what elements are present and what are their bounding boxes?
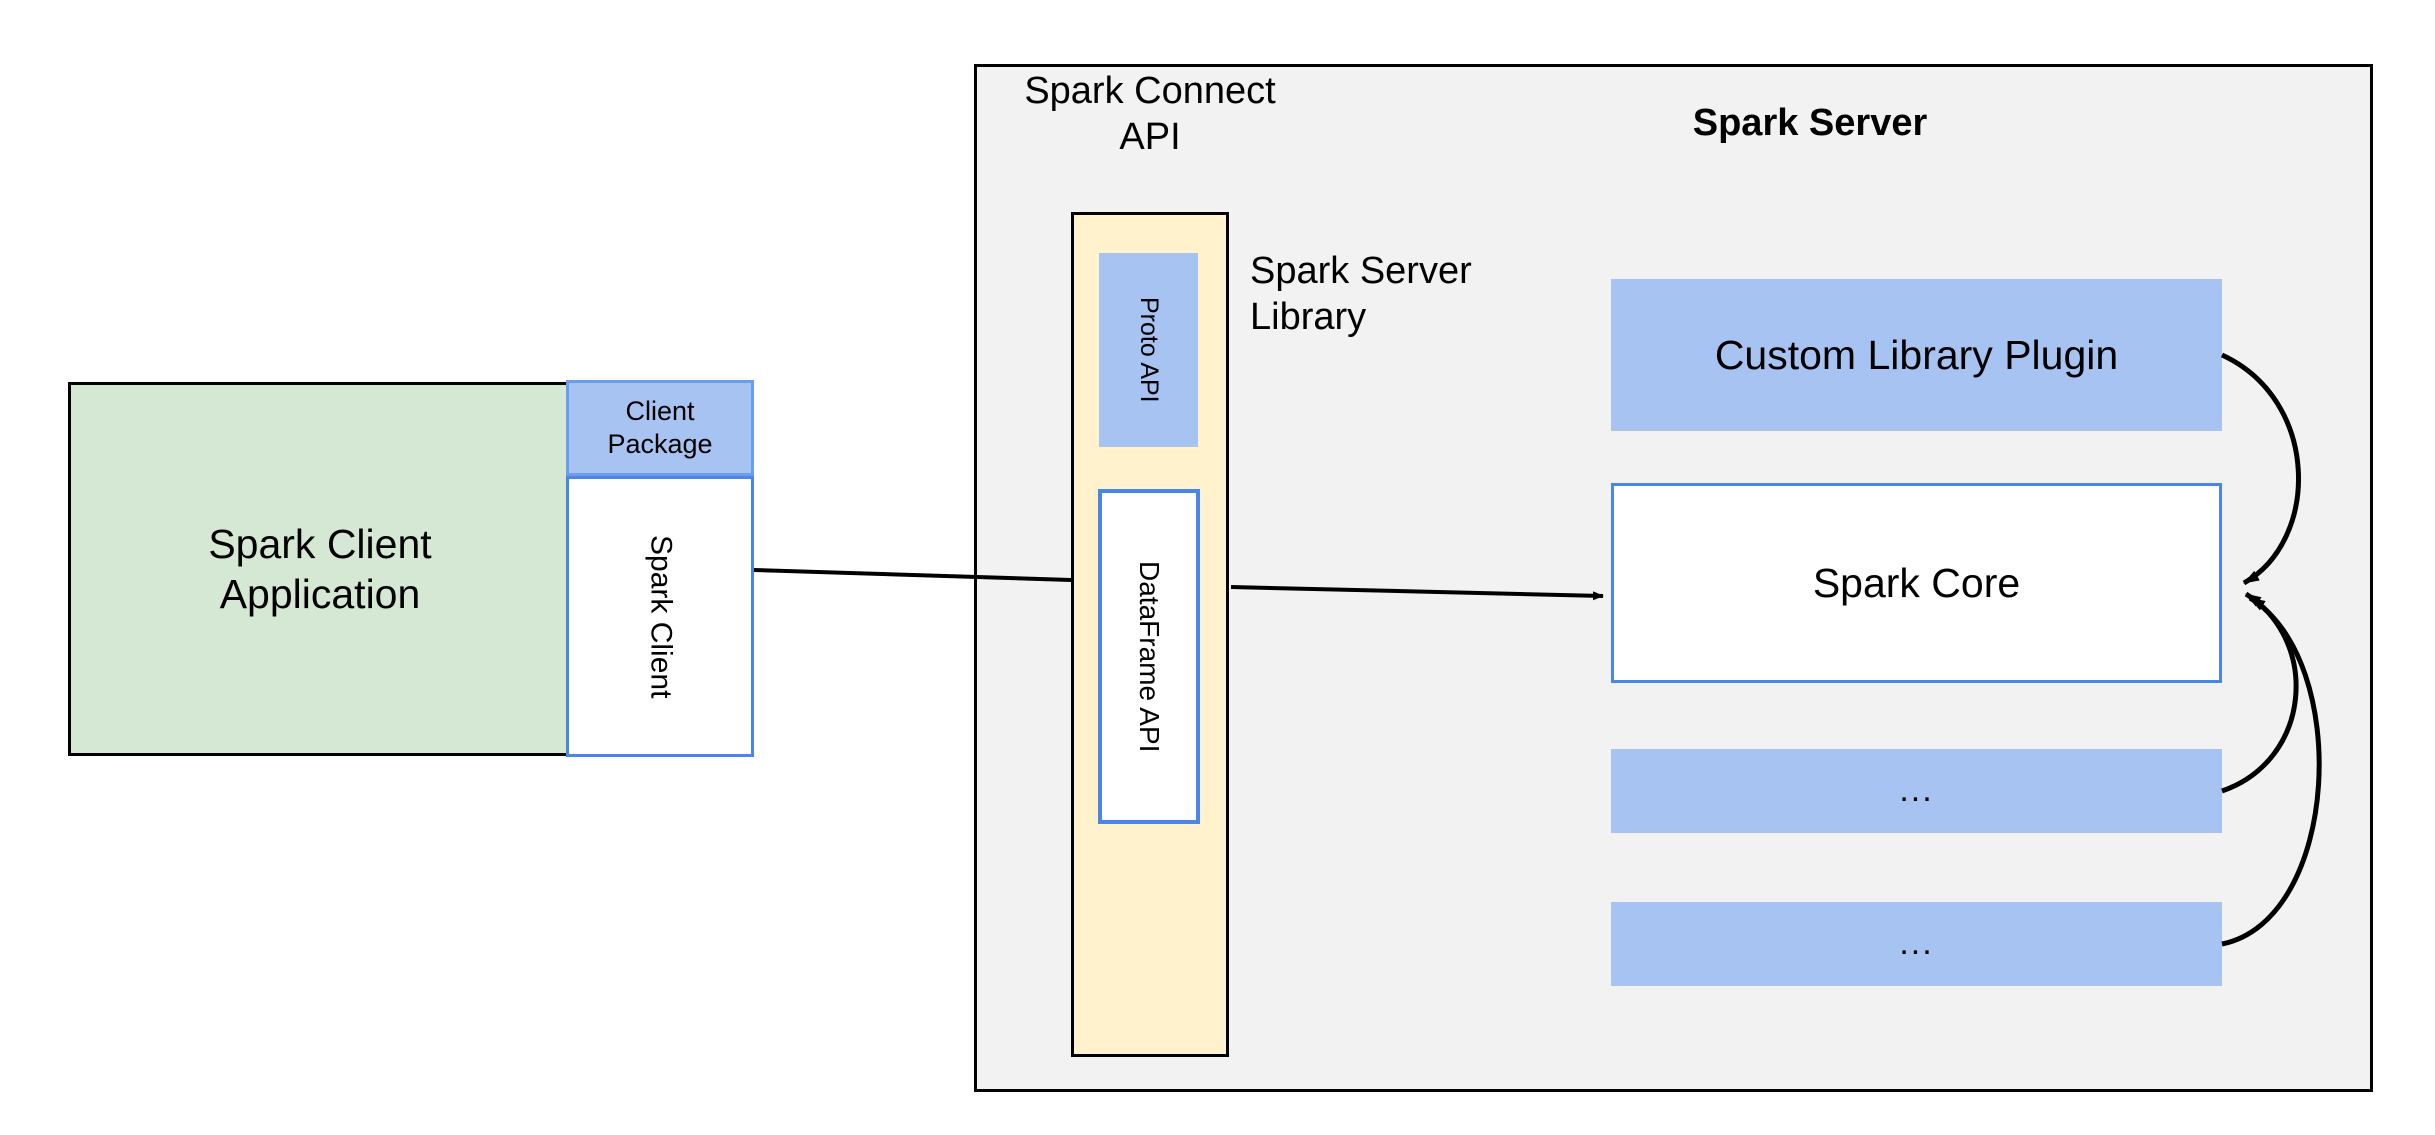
proto-api-label: Proto API xyxy=(1134,297,1163,403)
spark-core-box[interactable]: Spark Core xyxy=(1611,483,2222,683)
spark-client-application-label: Spark Client Application xyxy=(208,520,432,617)
spark-client-label: Spark Client xyxy=(644,534,678,699)
spark-client-application-box[interactable]: Spark Client Application xyxy=(68,382,572,756)
dots-box-1[interactable]: ... xyxy=(1611,749,2222,833)
spark-core-label: Spark Core xyxy=(1812,559,2021,606)
client-package-box[interactable]: Client Package xyxy=(566,380,754,476)
spark-client-box[interactable]: Spark Client xyxy=(566,476,754,757)
spark-server-title: Spark Server xyxy=(1692,102,1928,144)
dataframe-api-box[interactable]: DataFrame API xyxy=(1098,489,1200,824)
proto-api-box[interactable]: Proto API xyxy=(1099,253,1198,447)
custom-library-plugin-box[interactable]: Custom Library Plugin xyxy=(1611,279,2222,431)
spark-server-library-label: Spark Server Library xyxy=(1250,250,1472,339)
dots-box-1-label: ... xyxy=(1899,771,1934,810)
dots-box-2-label: ... xyxy=(1899,924,1934,963)
dataframe-api-label: DataFrame API xyxy=(1134,560,1166,753)
client-package-label: Client Package xyxy=(607,396,713,459)
spark-connect-api-label: Spark Connect API xyxy=(1024,70,1276,159)
custom-library-plugin-label: Custom Library Plugin xyxy=(1714,331,2119,378)
dots-box-2[interactable]: ... xyxy=(1611,902,2222,986)
